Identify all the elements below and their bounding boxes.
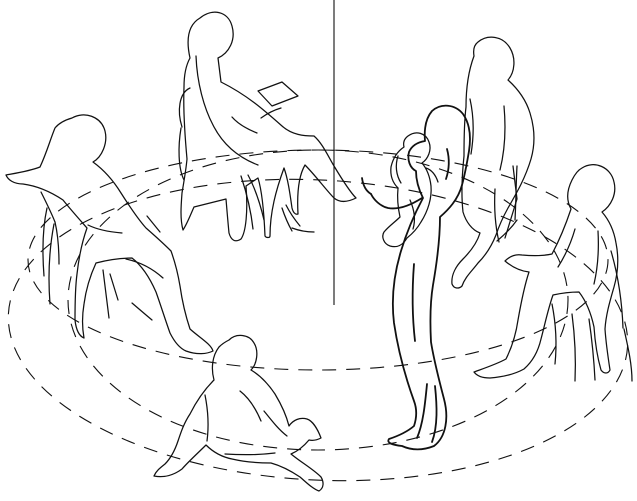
dashed-rings: [1, 150, 636, 496]
seated-reader: [179, 12, 356, 241]
sitting-ground-figure: [154, 335, 323, 491]
standing-woman: [362, 106, 470, 450]
seated-woman-right: [474, 165, 632, 381]
seated-man-left: [6, 115, 213, 354]
seated-man-right: [452, 37, 534, 288]
